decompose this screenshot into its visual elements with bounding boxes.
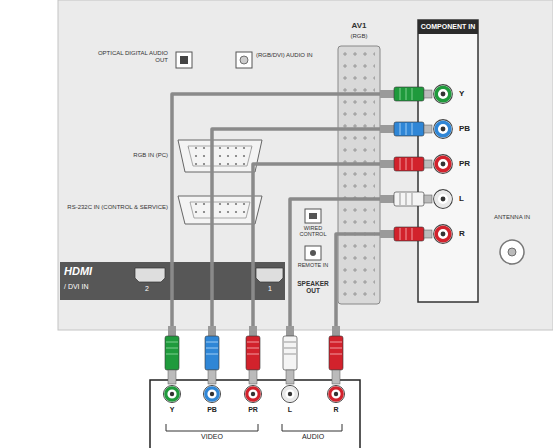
port-label: WIRED CONTROL: [296, 225, 330, 237]
header-slot: COMPONENT IN: [418, 20, 478, 34]
panel-plate: [58, 0, 553, 330]
group-label: AUDIO: [299, 433, 327, 441]
label-slot: 1: [263, 285, 277, 293]
port-label: REMOTE IN: [296, 262, 330, 268]
jack-ring: [432, 118, 454, 140]
label-slot: ANTENNA IN: [484, 214, 540, 221]
serial-port: [178, 196, 262, 224]
label-slot: RGB IN (PC): [66, 152, 168, 159]
label-slot: (RGB): [338, 33, 380, 40]
output-jack: PR: [241, 384, 265, 418]
jack-ring: [162, 384, 182, 404]
av-cable: [212, 129, 432, 384]
jack-ring: [432, 83, 454, 105]
panel-heading: COMPONENT IN: [418, 20, 478, 34]
jack-label: Y: [459, 90, 464, 99]
jack-label: PB: [207, 406, 217, 414]
component-jack: PB: [432, 117, 476, 141]
av-cable: [253, 164, 432, 384]
rca-plug: [380, 157, 432, 171]
label-slot: WIRED CONTROL: [296, 225, 330, 237]
hdmi-bar: [60, 262, 285, 300]
antenna-jack: [500, 240, 524, 264]
vga-port: [178, 140, 262, 172]
optical-port: [176, 52, 192, 68]
label-slot: / DVI IN: [64, 283, 124, 291]
jack-ring: [432, 153, 454, 175]
rca-plug: [380, 87, 432, 101]
scart-connector: [338, 46, 380, 304]
label-slot: RS-232C IN (CONTROL & SERVICE): [66, 204, 168, 211]
jack-ring: [432, 223, 454, 245]
jack-label: PR: [248, 406, 258, 414]
label-slot: SPEAKER OUT: [296, 280, 330, 294]
component-panel: COMPONENT IN Y PB PR L R: [418, 20, 478, 302]
jack-ring: [202, 384, 222, 404]
port-label: 2: [140, 285, 154, 293]
jack-label: PB: [459, 125, 470, 134]
label-slot: REMOTE IN: [296, 262, 330, 268]
jack-label: L: [459, 195, 464, 204]
label-slot: (RGB/DVI) AUDIO IN: [256, 52, 332, 59]
group-bracket: [166, 424, 258, 431]
rca-plug: [380, 227, 432, 241]
device-box: VIDEO AUDIO Y PB PR L R: [150, 380, 360, 448]
port-label: RGB IN (PC): [66, 152, 168, 159]
label-slot: OPTICAL DIGITAL AUDIO OUT: [96, 50, 168, 63]
component-jack: R: [432, 222, 476, 246]
port-label: SPEAKER OUT: [296, 280, 330, 294]
label-slot: HDMI: [64, 265, 124, 277]
device-frame: [150, 380, 360, 448]
port-label: ANTENNA IN: [484, 214, 540, 221]
audio-port: [236, 52, 252, 68]
output-jack: R: [324, 384, 348, 418]
jack-ring: [432, 188, 454, 210]
rca-plug: [380, 122, 432, 136]
component-frame: [418, 20, 478, 302]
group-bracket: [282, 424, 342, 431]
port-label: RS-232C IN (CONTROL & SERVICE): [66, 204, 168, 211]
av-cable: [290, 199, 432, 384]
rca-plug: [329, 326, 343, 384]
jack-label: PR: [459, 160, 470, 169]
jack-ring: [243, 384, 263, 404]
output-jack: Y: [160, 384, 184, 418]
component-jack: PR: [432, 152, 476, 176]
rca-plug: [283, 326, 297, 384]
port-label: AV1: [338, 22, 380, 31]
rca-plug: [165, 326, 179, 384]
rca-plug: [380, 192, 432, 206]
port-label: / DVI IN: [64, 283, 124, 291]
rca-plug: [205, 326, 219, 384]
group-label: VIDEO: [198, 433, 226, 441]
component-jack: L: [432, 187, 476, 211]
group-slot: VIDEO: [182, 425, 242, 443]
label-slot: 2: [140, 285, 154, 293]
port-label: OPTICAL DIGITAL AUDIO OUT: [96, 50, 168, 63]
rca-plug: [246, 326, 260, 384]
output-jack: L: [278, 384, 302, 418]
jack-label: R: [333, 406, 338, 414]
port-label: (RGB): [338, 33, 380, 40]
port-label: HDMI: [64, 265, 124, 277]
jack-ring: [280, 384, 300, 404]
av-cable: [336, 234, 432, 384]
component-jack: Y: [432, 82, 476, 106]
jack-ring: [326, 384, 346, 404]
jack-label: L: [288, 406, 292, 414]
output-jack: PB: [200, 384, 224, 418]
group-slot: AUDIO: [283, 425, 343, 443]
label-slot: AV1: [338, 22, 380, 31]
jack-label: Y: [170, 406, 175, 414]
port-label: 1: [263, 285, 277, 293]
av-cable: [172, 94, 432, 384]
jack-label: R: [459, 230, 465, 239]
port-label: (RGB/DVI) AUDIO IN: [256, 52, 332, 59]
